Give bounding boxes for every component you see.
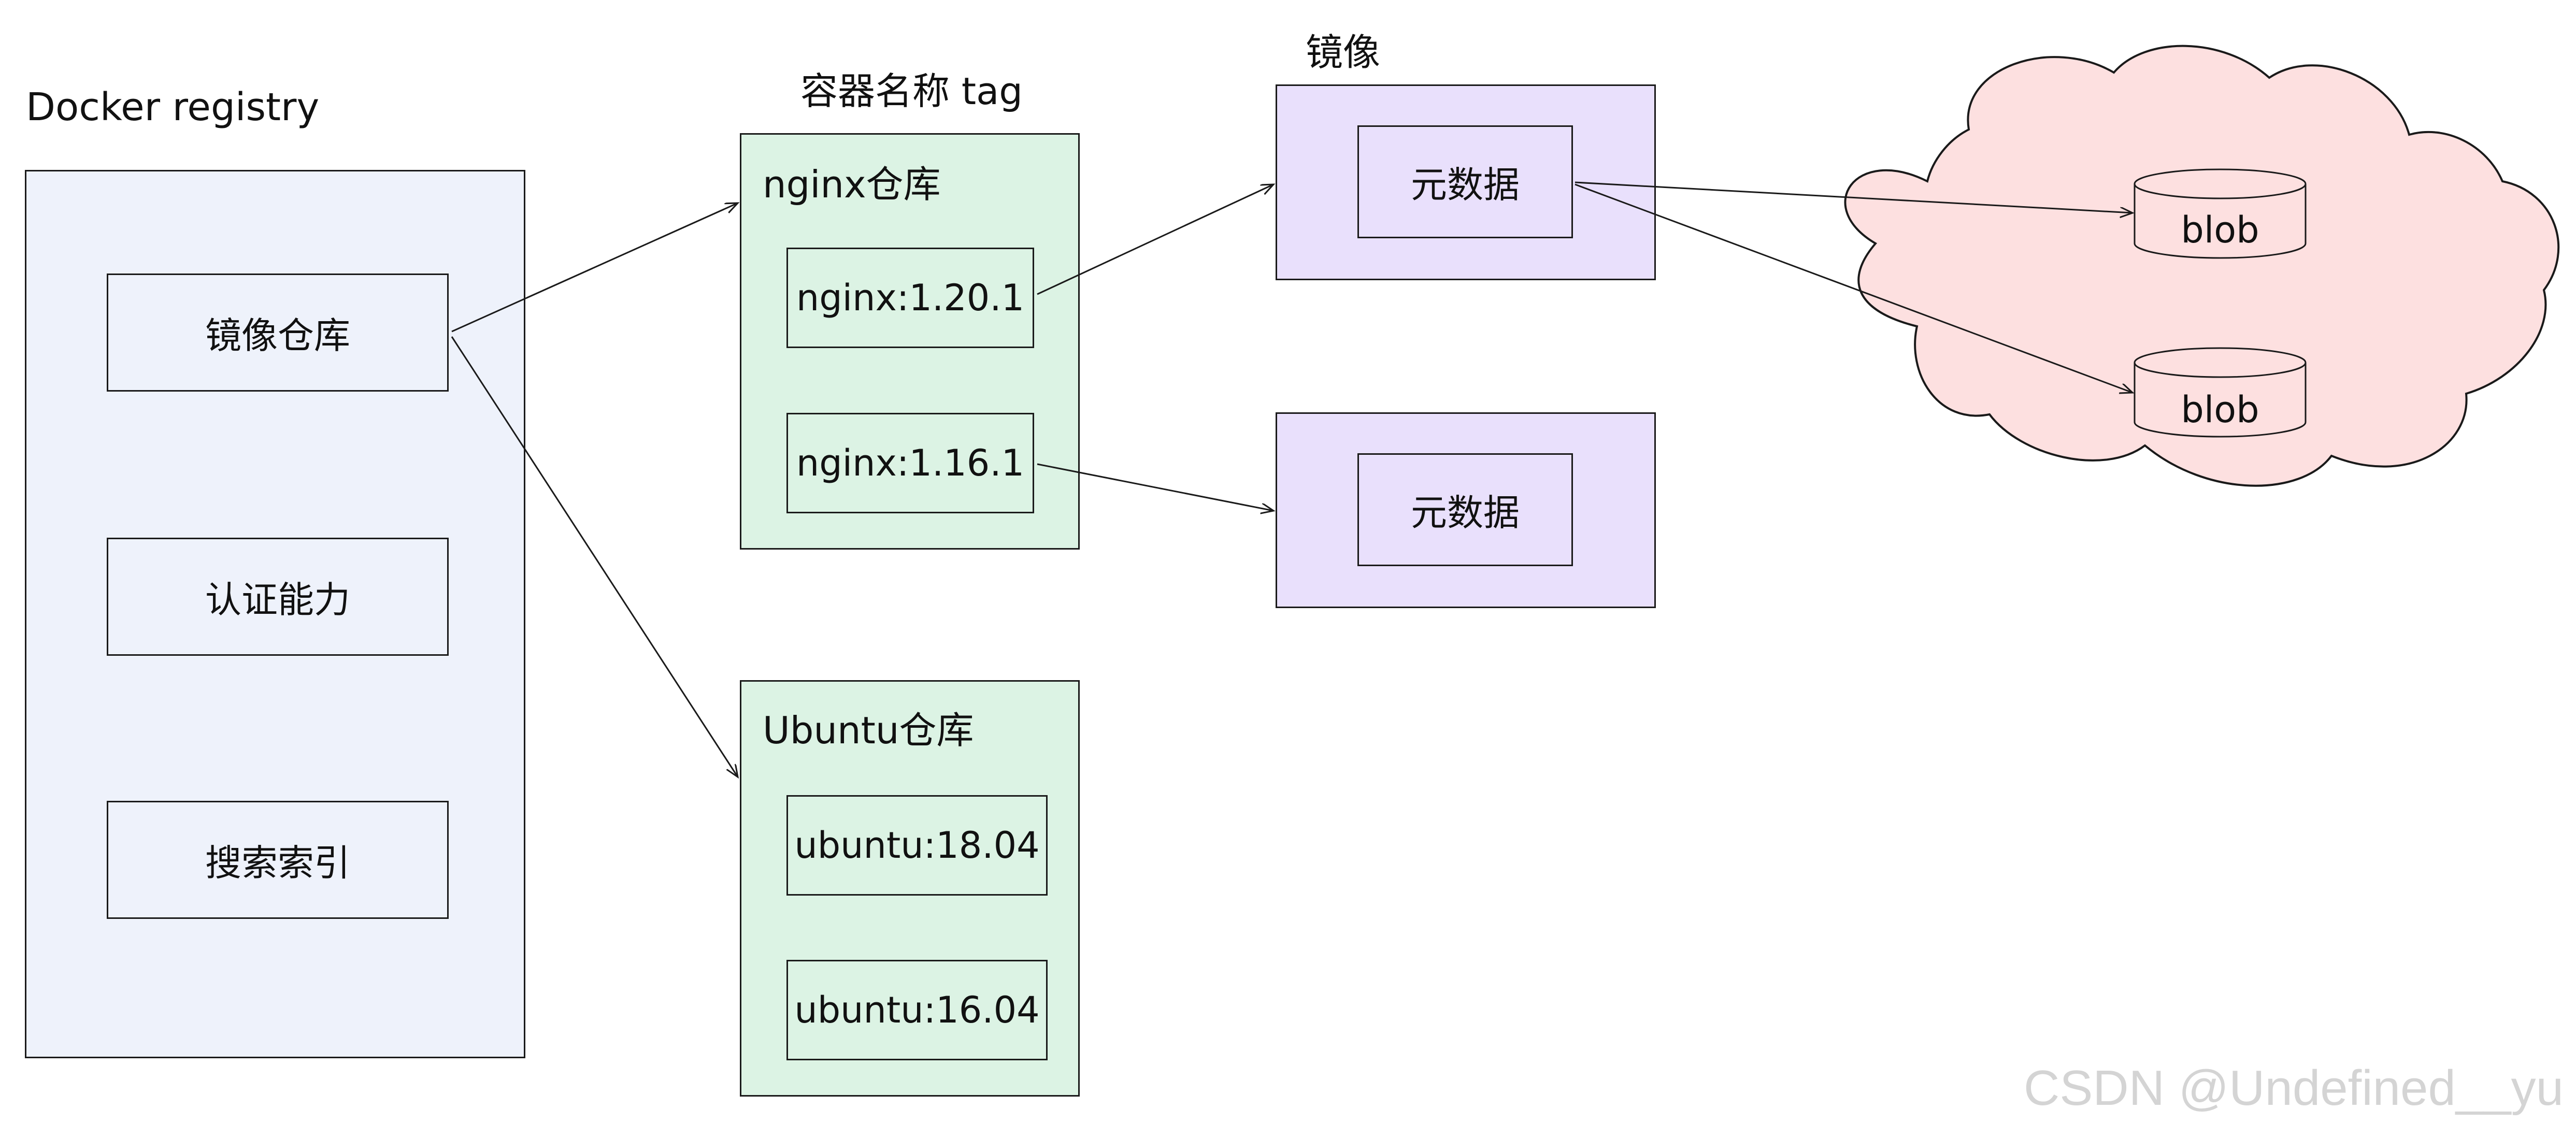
- nginx-repo-panel: [740, 133, 1080, 550]
- nginx-tag-1-16-1[interactable]: nginx:1.16.1: [786, 413, 1034, 513]
- image-2-metadata[interactable]: 元数据: [1357, 453, 1573, 566]
- arrow-metadata-to-blob2: [1575, 183, 2133, 393]
- ubuntu-tag-18-04[interactable]: ubuntu:18.04: [786, 795, 1048, 896]
- watermark: CSDN @Undefined__yu: [2024, 1060, 2564, 1116]
- registry-item-image-repo[interactable]: 镜像仓库: [107, 273, 449, 392]
- docker-registry-panel: [25, 170, 525, 1058]
- image-panel-2: [1276, 412, 1656, 608]
- registry-item-auth[interactable]: 认证能力: [107, 538, 449, 656]
- registry-title: Docker registry: [26, 85, 320, 129]
- ubuntu-repo-panel: [740, 680, 1080, 1097]
- blob-2-label: blob: [2181, 388, 2259, 431]
- ubuntu-tag-16-04[interactable]: ubuntu:16.04: [786, 960, 1048, 1060]
- blob-1-cylinder[interactable]: blob: [2134, 168, 2307, 259]
- repo-header-label: 容器名称 tag: [800, 69, 1023, 113]
- image-header-label: 镜像: [1306, 31, 1381, 74]
- image-1-metadata[interactable]: 元数据: [1357, 125, 1573, 238]
- ubuntu-repo-title: Ubuntu仓库: [763, 709, 974, 752]
- arrow-metadata-to-blob1: [1575, 181, 2133, 213]
- nginx-repo-title: nginx仓库: [763, 163, 941, 206]
- nginx-tag-1-20-1[interactable]: nginx:1.20.1: [786, 248, 1034, 348]
- storage-cloud: [1844, 45, 2560, 487]
- blob-1-label: blob: [2181, 209, 2259, 251]
- blob-2-cylinder[interactable]: blob: [2134, 347, 2307, 438]
- registry-item-search-index[interactable]: 搜索索引: [107, 801, 449, 919]
